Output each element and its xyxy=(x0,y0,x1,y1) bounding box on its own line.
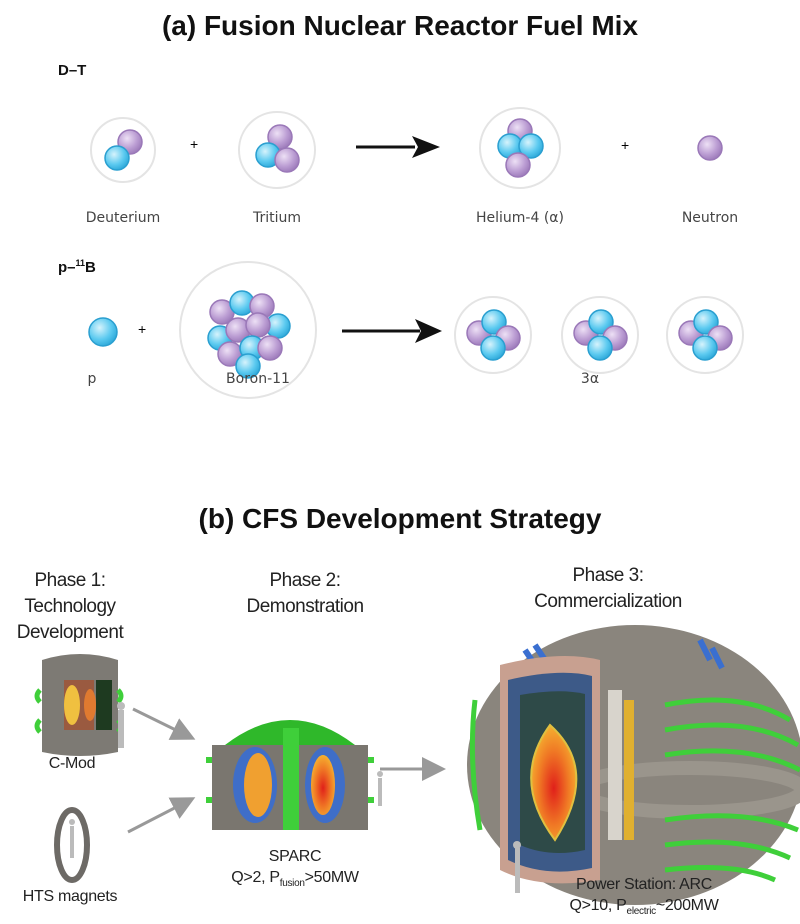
sparc-reactor-image xyxy=(206,720,383,830)
plus-sign: + xyxy=(190,136,199,152)
reaction-label-dt: D–T xyxy=(58,62,87,79)
boron-11-nucleus xyxy=(179,261,317,399)
label-helium-4: Helium-4 (α) xyxy=(476,210,564,226)
spec-text: >50MW xyxy=(304,869,359,886)
sparc-caption: SPARC Q>2, Pfusion>50MW xyxy=(231,846,359,894)
sparc-spec: Q>2, Pfusion>50MW xyxy=(231,867,359,894)
arc-spec: Q>10, Pelectric~200MW xyxy=(569,895,718,922)
reaction-label-pb: p–11B xyxy=(58,258,96,276)
phase1-line2: Technology xyxy=(24,596,116,617)
label-proton: p xyxy=(87,371,97,387)
phase3-heading: Phase 3: Commercialization xyxy=(534,563,682,615)
proton xyxy=(235,353,261,379)
phase1-line3: Development xyxy=(16,622,124,643)
label-prefix: p– xyxy=(58,259,76,276)
nucleus-halo xyxy=(454,296,532,374)
deuterium-nucleus xyxy=(90,117,156,183)
neutron xyxy=(274,147,300,173)
neutron-particle xyxy=(697,135,723,161)
cmod-reactor-image xyxy=(34,654,125,756)
proton xyxy=(587,335,613,361)
reaction-arrow-dt xyxy=(356,136,440,158)
arrow-hts-to-sparc xyxy=(127,797,196,834)
helium-4-nucleus xyxy=(479,107,561,189)
spec-text: Q>2, P xyxy=(231,869,280,886)
proton xyxy=(588,309,614,335)
panel-a-title: (a) Fusion Nuclear Reactor Fuel Mix xyxy=(161,10,639,41)
neutron xyxy=(267,124,293,150)
proton xyxy=(104,145,130,171)
phase2-heading: Phase 2: Demonstration xyxy=(246,568,364,620)
alpha-particle-2 xyxy=(561,296,639,374)
spec-text: ~200MW xyxy=(655,897,719,914)
neutron xyxy=(505,152,531,178)
spec-text: Q>10, P xyxy=(569,897,627,914)
phase2-line2: Demonstration xyxy=(246,596,364,617)
hts-magnets-label: HTS magnets xyxy=(22,888,118,905)
phase3-line2: Commercialization xyxy=(534,591,682,612)
panel-b-title: (b) CFS Development Strategy xyxy=(198,503,602,534)
proton xyxy=(480,335,506,361)
arc-caption: Power Station: ARC Q>10, Pelectric~200MW xyxy=(569,874,718,922)
phase2-line1: Phase 2: xyxy=(269,570,342,591)
proton xyxy=(692,335,718,361)
plus-sign: + xyxy=(138,321,147,337)
label-superscript: 11 xyxy=(75,258,86,268)
arrow-cmod-to-sparc xyxy=(132,707,196,740)
spec-subscript: fusion xyxy=(279,878,305,890)
proton xyxy=(693,309,719,335)
neutron xyxy=(245,312,271,338)
neutron xyxy=(697,135,723,161)
nucleus-halo xyxy=(561,296,639,374)
proton xyxy=(518,133,544,159)
phase3-line1: Phase 3: xyxy=(572,565,644,586)
hts-magnet-image xyxy=(54,807,90,883)
phase1-line1: Phase 1: xyxy=(34,570,106,591)
label-tritium: Tritium xyxy=(252,210,302,226)
label-neutron: Neutron xyxy=(681,210,739,226)
label-suffix: B xyxy=(85,259,96,276)
label-deuterium: Deuterium xyxy=(85,210,161,226)
cmod-label: C-Mod xyxy=(48,755,96,772)
neutron xyxy=(257,335,283,361)
phase1-heading: Phase 1: Technology Development xyxy=(16,568,124,646)
proton-particle xyxy=(88,317,118,347)
sparc-name: SPARC xyxy=(268,848,322,865)
reaction-arrow-pb xyxy=(342,319,442,343)
arc-reactor-image xyxy=(467,625,800,905)
label-boron-11: Boron-11 xyxy=(226,371,290,387)
spec-subscript: electric xyxy=(626,906,657,918)
label-3-alpha: 3α xyxy=(580,371,600,387)
arc-name: Power Station: ARC xyxy=(575,876,712,893)
nucleus-halo xyxy=(666,296,744,374)
tritium-nucleus xyxy=(238,111,316,189)
proton xyxy=(481,309,507,335)
plus-sign: + xyxy=(621,137,630,153)
alpha-particle-3 xyxy=(666,296,744,374)
proton xyxy=(88,317,118,347)
alpha-particle-1 xyxy=(454,296,532,374)
